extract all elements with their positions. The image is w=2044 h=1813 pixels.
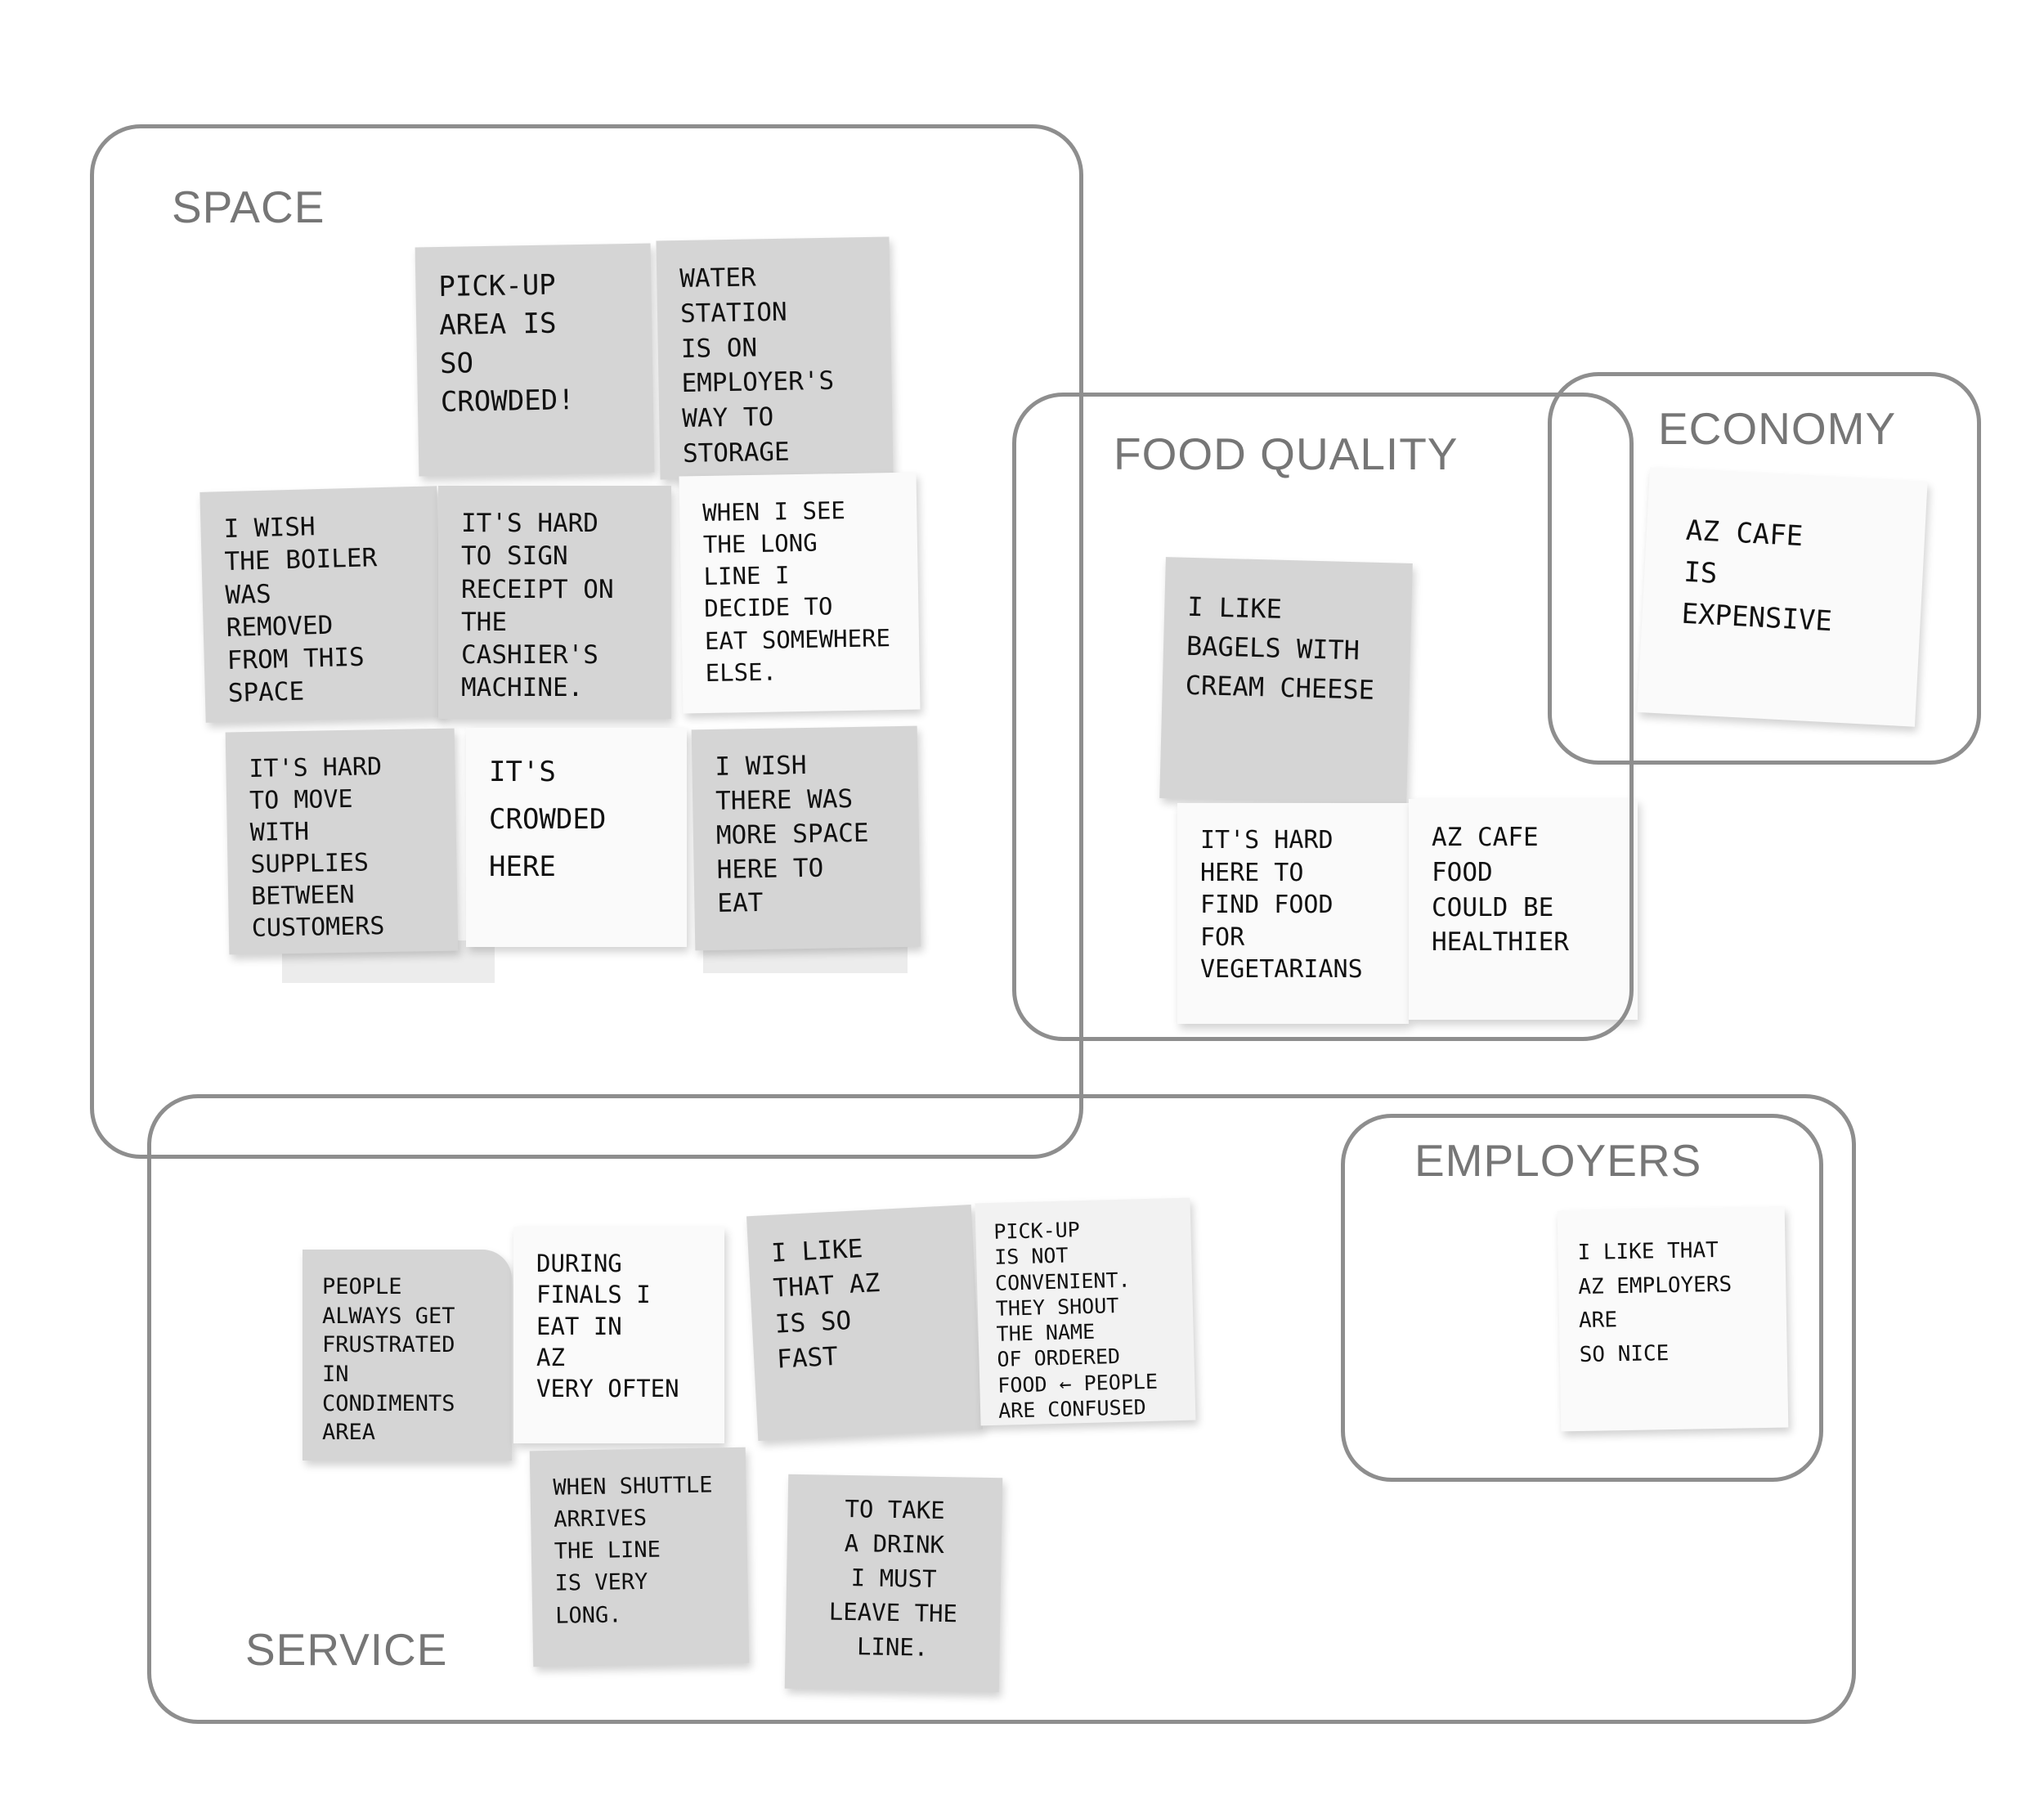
sticky-note[interactable]: WATER STATION IS ON EMPLOYER'S WAY TO ST… [656,236,894,480]
sticky-note[interactable]: PEOPLE ALWAYS GET FRUSTRATED IN CONDIMEN… [303,1250,512,1461]
sticky-note[interactable]: IT'S HARD TO MOVE WITH SUPPLIES BETWEEN … [225,728,459,955]
group-label-employers: EMPLOYERS [1414,1135,1702,1186]
group-label-economy: ECONOMY [1658,403,1897,454]
sticky-note[interactable]: I LIKE THAT AZ IS SO FAST [746,1204,984,1442]
sticky-note[interactable]: I LIKE THAT AZ EMPLOYERS ARE SO NICE [1557,1206,1789,1432]
sticky-note[interactable]: IT'S HARD TO SIGN RECEIPT ON THE CASHIER… [438,486,671,719]
group-label-service: SERVICE [245,1624,448,1675]
sticky-note[interactable]: PICK-UP AREA IS SO CROWDED! [415,243,655,477]
group-label-space: SPACE [172,182,325,232]
sticky-note[interactable]: IT'S CROWDED HERE [466,728,687,947]
sticky-note[interactable]: PICK-UP IS NOT CONVENIENT. THEY SHOUT TH… [975,1197,1196,1426]
group-label-food-quality: FOOD QUALITY [1114,429,1459,479]
sticky-note[interactable]: I WISH THERE WAS MORE SPACE HERE TO EAT [691,725,921,951]
sticky-note[interactable]: AZ CAFE FOOD COULD BE HEALTHIER [1409,799,1638,1020]
sticky-note[interactable]: I WISH THE BOILER WAS REMOVED FROM THIS … [199,486,443,723]
sticky-note[interactable]: TO TAKE A DRINK I MUST LEAVE THE LINE. [784,1474,1003,1693]
sticky-note[interactable]: AZ CAFE IS EXPENSIVE [1637,467,1928,727]
sticky-note[interactable]: I LIKE BAGELS WITH CREAM CHEESE [1159,557,1413,805]
sticky-note[interactable]: DURING FINALS I EAT IN AZ VERY OFTEN [513,1227,724,1443]
sticky-note[interactable]: WHEN I SEE THE LONG LINE I DECIDE TO EAT… [679,472,921,714]
sticky-note[interactable]: IT'S HARD HERE TO FIND FOOD FOR VEGETARI… [1177,803,1409,1024]
sticky-note[interactable]: WHEN SHUTTLE ARRIVES THE LINE IS VERY LO… [529,1447,750,1667]
